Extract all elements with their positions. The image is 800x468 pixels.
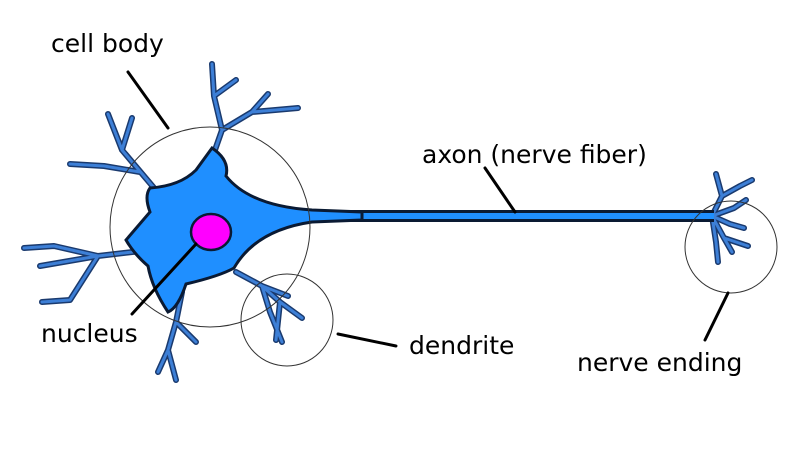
nucleus-label: nucleus	[41, 319, 138, 348]
axon-leader	[483, 166, 517, 214]
dendrite-branch-top-core	[206, 62, 300, 172]
dendrites	[21, 61, 755, 383]
nerve-ending-leader	[703, 291, 730, 342]
dendrite-branch-left-core	[22, 244, 152, 304]
dendrite-leader	[336, 332, 398, 348]
cell-body-leader	[126, 70, 170, 130]
nucleus-leader	[130, 242, 198, 316]
dendrite-branch-lower-right-core	[234, 270, 304, 344]
nucleus-shape	[189, 212, 233, 252]
axon-core	[300, 213, 714, 219]
dendrite-label: dendrite	[409, 331, 514, 360]
axon	[300, 210, 714, 222]
dendrite-ring	[240, 273, 334, 367]
axon-label: axon (nerve fiber)	[422, 140, 647, 169]
cell-body-shape	[124, 145, 364, 314]
dendrite-branch-upper-left	[67, 111, 163, 198]
nerve-ending-ring	[684, 200, 778, 294]
dendrite-branch-bottom-core	[156, 290, 198, 382]
nerve-ending-label: nerve ending	[577, 348, 742, 377]
nerve-ending-branches-core	[710, 172, 754, 264]
cell-body-label: cell body	[51, 29, 164, 58]
cell-body-ring	[109, 126, 311, 328]
